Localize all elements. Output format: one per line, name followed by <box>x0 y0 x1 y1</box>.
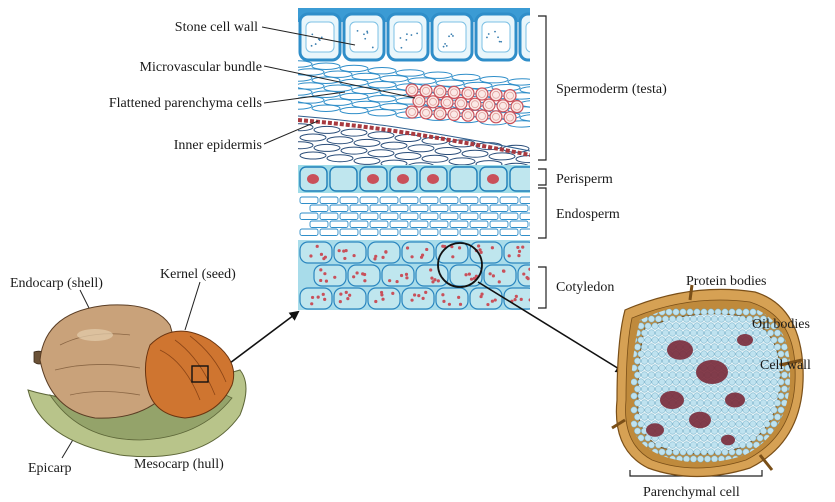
bracket-perisperm <box>538 169 546 185</box>
label-inner-epidermis: Inner epidermis <box>174 138 262 153</box>
bracket-spermoderm <box>538 16 546 160</box>
label-microvascular-bundle: Microvascular bundle <box>140 60 262 75</box>
label-endocarp: Endocarp (shell) <box>10 276 103 291</box>
parenchymal-cell-illustration <box>612 285 803 477</box>
arrow-circle-to-cell <box>478 282 624 372</box>
label-endosperm: Endosperm <box>556 207 620 222</box>
label-stone-cell-wall: Stone cell wall <box>175 20 258 35</box>
bracket-endosperm <box>538 188 546 238</box>
label-oil-bodies: Oil bodies <box>752 317 810 332</box>
label-spermoderm: Spermoderm (testa) <box>556 82 667 97</box>
label-epicarp: Epicarp <box>28 461 72 476</box>
perisperm-layer <box>298 165 537 193</box>
nut-fruit-illustration <box>28 305 246 457</box>
label-cell-wall: Cell wall <box>760 358 811 373</box>
label-kernel: Kernel (seed) <box>160 267 236 282</box>
label-parenchymal-cell: Parenchymal cell <box>643 485 740 500</box>
stone-cell-layer <box>298 8 560 60</box>
label-mesocarp: Mesocarp (hull) <box>134 457 224 472</box>
leader-kernel <box>185 282 200 330</box>
bracket-cotyledon <box>538 267 546 308</box>
label-perisperm: Perisperm <box>556 172 613 187</box>
label-flattened-parenchyma: Flattened parenchyma cells <box>109 96 262 111</box>
endosperm-layer <box>300 197 548 236</box>
seed-cross-section-micrograph <box>284 8 560 310</box>
cotyledon-layer <box>298 240 550 310</box>
label-cotyledon: Cotyledon <box>556 280 614 295</box>
label-protein-bodies: Protein bodies <box>686 274 767 289</box>
